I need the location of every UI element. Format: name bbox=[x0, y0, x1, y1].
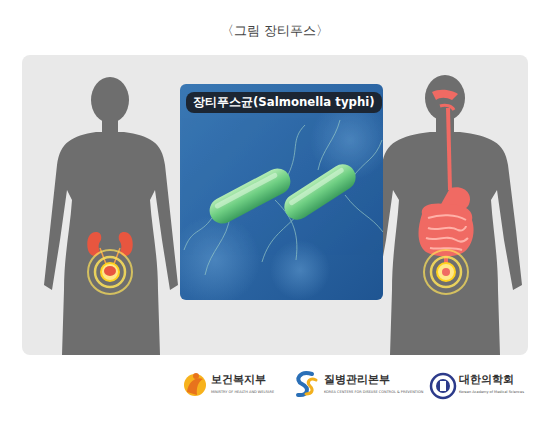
female-silhouette bbox=[44, 77, 178, 355]
urinary-organs bbox=[87, 232, 132, 294]
bacteria-picture bbox=[170, 84, 390, 305]
male-silhouette bbox=[368, 75, 522, 355]
logo-subtitle: KOREA CENTERS FOR DISEASE CONTROL & PREV… bbox=[324, 390, 423, 394]
digestive-tract bbox=[419, 90, 474, 294]
logo-icons bbox=[184, 373, 455, 398]
label-tag: 장티푸스균(Salmonella typhi) bbox=[186, 92, 382, 113]
logo-name: 보건복지부 bbox=[211, 373, 266, 386]
tag-text: 장티푸스균(Salmonella typhi) bbox=[193, 95, 375, 110]
panel bbox=[22, 55, 528, 355]
logo-name: 질병관리본부 bbox=[324, 373, 390, 386]
figure-title: 〈그림 장티푸스〉 bbox=[221, 22, 329, 40]
logo-name: 대한의학회 bbox=[459, 373, 514, 386]
logo-subtitle: Korean Academy of Medical Sciences bbox=[459, 390, 524, 394]
logo-subtitle: MINISTRY OF HEALTH AND WELFARE bbox=[211, 390, 274, 394]
